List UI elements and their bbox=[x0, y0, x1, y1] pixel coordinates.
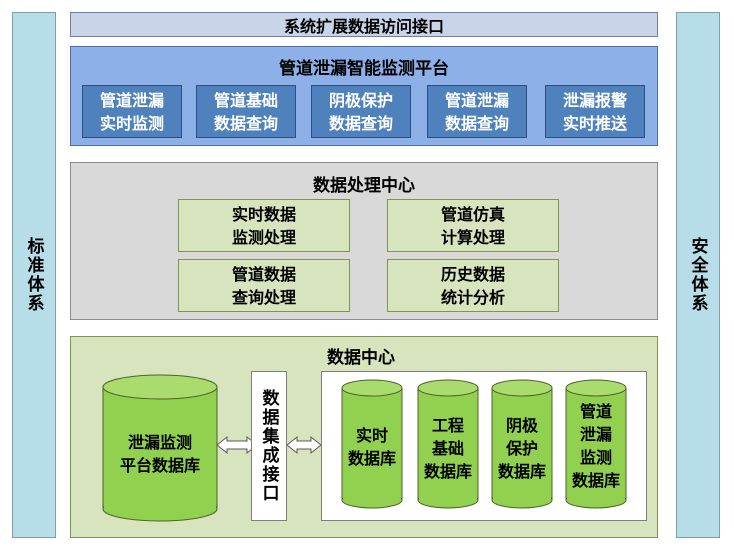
data-center: 数据中心 泄漏监测 平台数据库 数据集成接口 bbox=[70, 336, 658, 538]
main-database-label: 泄漏监测 平台数据库 bbox=[119, 433, 200, 475]
main-database-cylinder bbox=[102, 374, 218, 522]
proc-realtime-monitoring: 实时数据 监测处理 bbox=[178, 199, 350, 252]
engineering-database-label: 工程 基础 数据库 bbox=[423, 416, 472, 481]
data-center-title: 数据中心 bbox=[327, 348, 395, 368]
engineering-database-cylinder bbox=[417, 379, 479, 509]
proc-simulation: 管道仿真 计算处理 bbox=[387, 199, 559, 252]
monitoring-platform: 管道泄漏智能监测平台 管道泄漏 实时监测 管道基础 数据查询 阴极保护 数据查询… bbox=[70, 46, 658, 146]
module-leak-alarm-push: 泄漏报警 实时推送 bbox=[545, 85, 645, 138]
standard-system-bar: 标准体系 bbox=[12, 12, 56, 538]
processing-center-title: 数据处理中心 bbox=[313, 176, 415, 196]
leak-database-cylinder bbox=[565, 379, 627, 509]
data-processing-center: 数据处理中心 实时数据 监测处理 管道仿真 计算处理 管道数据 查询处理 历史数… bbox=[70, 162, 658, 320]
module-basic-data-query: 管道基础 数据查询 bbox=[196, 85, 296, 138]
data-integration-interface: 数据集成接口 bbox=[251, 371, 287, 521]
database-group: 实时 数据库 工程 基础 数据库 阴极 保护 数据库 管道 泄漏 监测 数据库 bbox=[321, 371, 647, 521]
standard-system-label: 标准体系 bbox=[23, 237, 44, 313]
platform-title: 管道泄漏智能监测平台 bbox=[279, 59, 449, 79]
database-cylinders bbox=[341, 379, 627, 509]
proc-history-statistics: 历史数据 统计分析 bbox=[387, 259, 559, 312]
proc-pipeline-query: 管道数据 查询处理 bbox=[178, 259, 350, 312]
module-cathodic-protection-query: 阴极保护 数据查询 bbox=[311, 85, 411, 138]
realtime-database-cylinder bbox=[341, 379, 403, 509]
integration-interface-label: 数据集成接口 bbox=[258, 389, 279, 503]
cathodic-database-label: 阴极 保护 数据库 bbox=[497, 416, 546, 481]
module-leak-data-query: 管道泄漏 数据查询 bbox=[427, 85, 527, 138]
double-arrow-right bbox=[286, 435, 322, 455]
realtime-database-label: 实时 数据库 bbox=[347, 426, 396, 468]
cathodic-database-cylinder bbox=[491, 379, 553, 509]
security-system-label: 安全体系 bbox=[687, 237, 708, 313]
extension-interface-bar: 系统扩展数据访问接口 bbox=[70, 12, 658, 37]
data-center-graphics bbox=[102, 374, 322, 522]
security-system-bar: 安全体系 bbox=[676, 12, 720, 538]
module-realtime-monitoring: 管道泄漏 实时监测 bbox=[82, 85, 182, 138]
leak-database-label: 管道 泄漏 监测 数据库 bbox=[571, 402, 620, 490]
extension-interface-label: 系统扩展数据访问接口 bbox=[283, 16, 444, 36]
